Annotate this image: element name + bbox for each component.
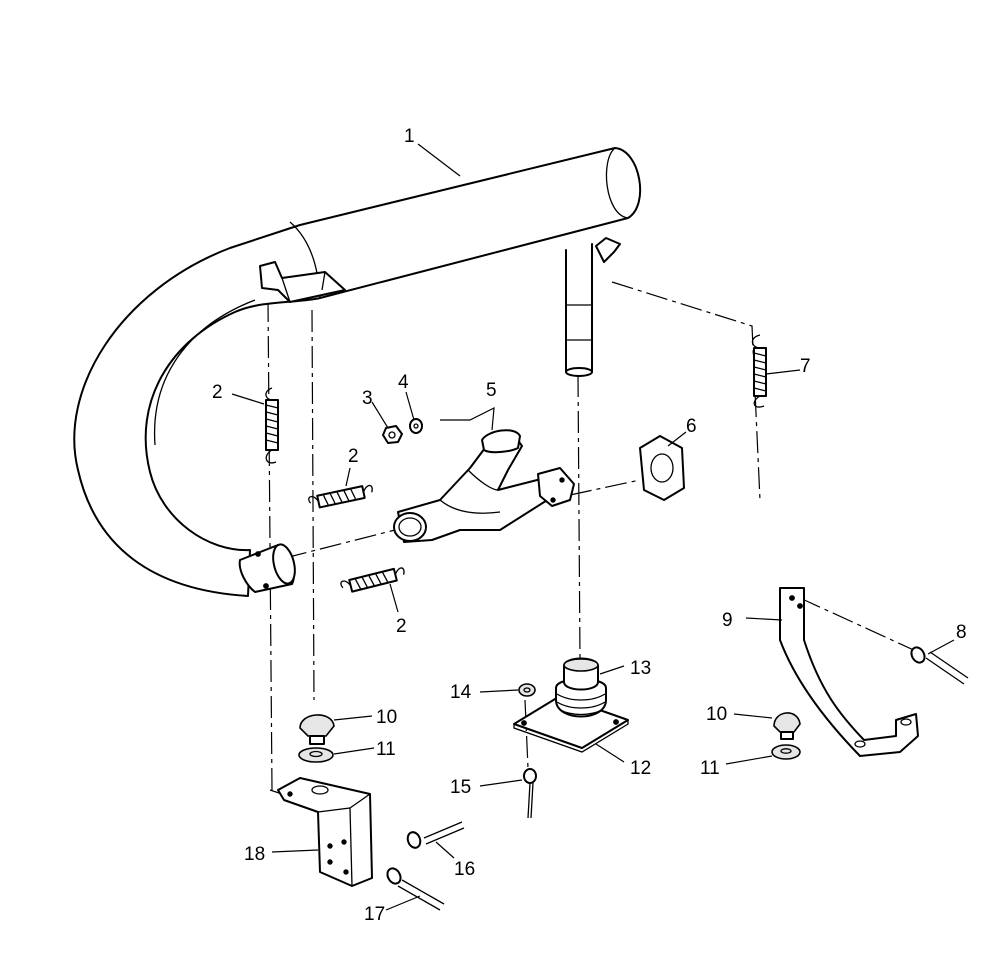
grommet-13 [555, 657, 607, 718]
spring-7 [751, 334, 767, 408]
callout-3: 3 [362, 388, 373, 409]
callout-4: 4 [398, 372, 409, 393]
callout-11: 11 [376, 739, 396, 760]
leader-lines [231, 143, 955, 911]
callout-10: 10 [706, 704, 727, 725]
callout-2: 2 [348, 446, 359, 467]
callout-12: 12 [630, 758, 651, 779]
y-pipe [393, 429, 575, 543]
washer-4 [409, 418, 423, 434]
callout-16: 16 [454, 859, 475, 880]
rivet-8 [910, 646, 969, 685]
callout-15: 15 [450, 777, 471, 798]
callout-2: 2 [212, 382, 223, 403]
rivet-15 [523, 768, 537, 819]
spring-2-vertical [265, 387, 279, 464]
callout-2: 2 [396, 616, 407, 637]
callout-10: 10 [376, 707, 397, 728]
muffler [73, 147, 642, 597]
grommet-10-right [773, 712, 801, 740]
rivet-17 [386, 867, 445, 911]
callout-labels: 1 2 2 2 3 4 5 6 7 8 9 10 10 11 11 12 13 … [212, 126, 967, 925]
washer-11-right [771, 744, 801, 760]
callout-13: 13 [630, 658, 651, 679]
callout-11: 11 [700, 758, 720, 779]
spring-2-diagonal-lower [340, 567, 405, 593]
grommet-10-left [299, 714, 335, 745]
nut-3 [382, 425, 403, 444]
mount-plate-12 [513, 695, 629, 753]
bracket-9 [779, 587, 919, 757]
spring-2-diagonal-upper [308, 484, 373, 509]
callout-5: 5 [486, 380, 497, 401]
bracket-18 [277, 777, 373, 887]
callout-9: 9 [722, 610, 733, 631]
callout-1: 1 [404, 126, 415, 147]
callout-14: 14 [450, 682, 472, 703]
callout-18: 18 [244, 844, 265, 865]
gasket-6 [639, 435, 685, 501]
washer-14 [518, 683, 536, 697]
callout-8: 8 [956, 622, 967, 643]
alignment-lines [267, 281, 919, 801]
callout-17: 17 [364, 904, 385, 925]
rivet-16 [406, 821, 465, 849]
washer-11-left [298, 747, 334, 763]
callout-6: 6 [686, 416, 697, 437]
callout-7: 7 [800, 356, 811, 377]
